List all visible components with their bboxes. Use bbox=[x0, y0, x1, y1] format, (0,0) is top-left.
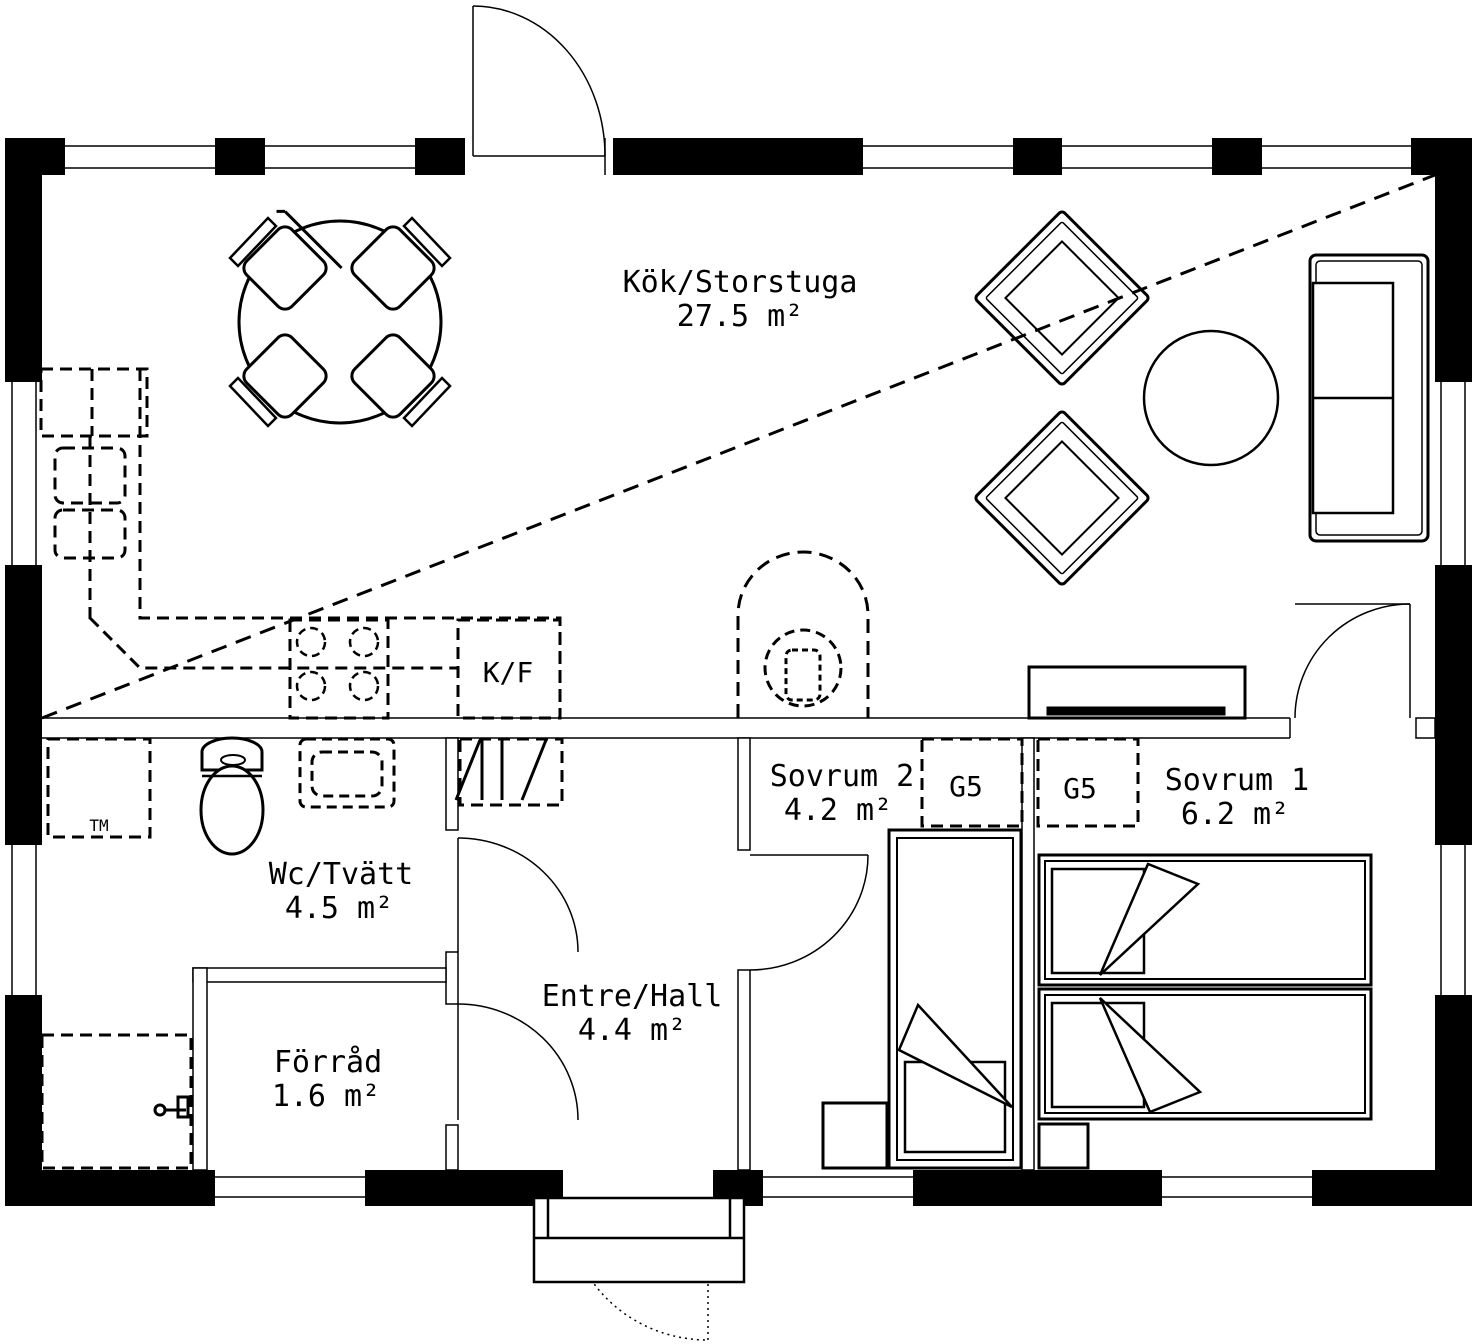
room-area-forrad: 1.6 m² bbox=[272, 1079, 380, 1114]
storage-cabinet bbox=[40, 1033, 193, 1170]
fridge-label: K/F bbox=[483, 656, 534, 689]
room-area-entre: 4.4 m² bbox=[578, 1013, 686, 1048]
kitchen-cabinets bbox=[39, 367, 562, 720]
outer-walls bbox=[5, 138, 1472, 1206]
toilet-icon bbox=[199, 736, 265, 856]
room-area-wc: 4.5 m² bbox=[285, 891, 393, 926]
stove-icon bbox=[295, 626, 380, 702]
room-labels: Kök/Storstuga 27.5 m² Sovrum 2 4.2 m² So… bbox=[269, 265, 1310, 1114]
tap-icon bbox=[153, 1095, 190, 1119]
sofa-icon bbox=[1308, 253, 1430, 543]
coffee-table-icon bbox=[1142, 329, 1280, 467]
sink-icon bbox=[298, 737, 396, 809]
bed-icon bbox=[887, 828, 1373, 1170]
interior-walls bbox=[42, 717, 1436, 1171]
room-name-forrad: Förråd bbox=[274, 1045, 382, 1080]
tv-bench bbox=[1027, 665, 1247, 720]
shelf-lines bbox=[454, 739, 548, 801]
room-name-entre: Entre/Hall bbox=[542, 979, 723, 1014]
room-name-wc: Wc/Tvätt bbox=[269, 857, 414, 892]
room-name-sovrum2: Sovrum 2 bbox=[770, 759, 915, 794]
room-area-sovrum1: 6.2 m² bbox=[1181, 797, 1289, 832]
room-name-kok: Kök/Storstuga bbox=[623, 265, 858, 300]
wardrobe-label-2: G5 bbox=[1063, 772, 1097, 805]
washer-label: TM bbox=[89, 816, 108, 835]
washer-icon bbox=[46, 737, 152, 839]
room-area-kok: 27.5 m² bbox=[677, 299, 803, 334]
room-name-sovrum1: Sovrum 1 bbox=[1165, 763, 1310, 798]
wardrobes bbox=[920, 737, 1140, 828]
nightstands bbox=[821, 1101, 1090, 1170]
windows bbox=[11, 145, 1466, 1198]
diagonal-guide bbox=[41, 173, 1436, 720]
armchair-icon bbox=[974, 210, 1150, 586]
entrance-step bbox=[532, 1196, 746, 1284]
fireplace-icon bbox=[736, 550, 870, 718]
dining-table-icon bbox=[228, 209, 452, 428]
water-heater-icon bbox=[458, 737, 564, 807]
room-area-sovrum2: 4.2 m² bbox=[784, 793, 892, 828]
wardrobe-label-1: G5 bbox=[949, 770, 983, 803]
